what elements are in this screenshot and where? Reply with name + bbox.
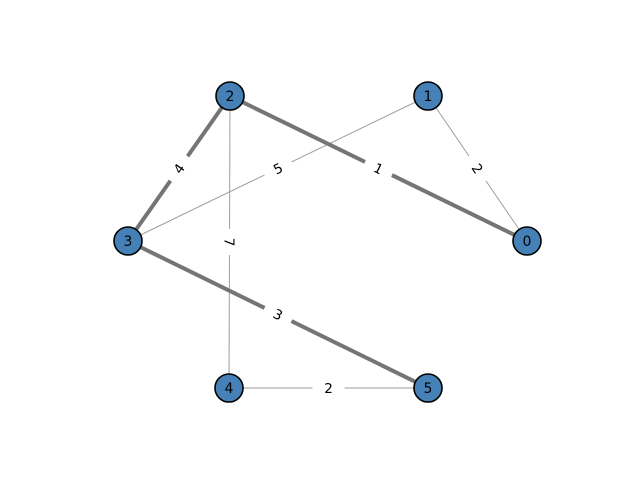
edge-label-3-1: 5 bbox=[261, 154, 295, 183]
node-3-label: 3 bbox=[124, 234, 133, 250]
node-2-circle bbox=[215, 81, 245, 111]
node-0-label: 0 bbox=[523, 234, 532, 250]
edge-weight-4-5: 2 bbox=[324, 381, 333, 397]
node-4-label: 4 bbox=[225, 381, 234, 397]
edge-label-bg bbox=[312, 378, 345, 398]
node-5-circle bbox=[413, 373, 443, 403]
node-2: 2 bbox=[215, 81, 245, 111]
node-3: 3 bbox=[113, 226, 143, 256]
edge-label-bg bbox=[261, 300, 295, 329]
edge-label-bg bbox=[362, 154, 395, 183]
node-1: 1 bbox=[413, 81, 443, 111]
node-1-label: 1 bbox=[424, 89, 433, 105]
edge-label-3-5: 3 bbox=[261, 300, 295, 329]
edge-label-bg bbox=[220, 229, 239, 255]
node-5-label: 5 bbox=[424, 381, 433, 397]
edges-group bbox=[126, 94, 528, 390]
edge-label-2-0: 1 bbox=[362, 154, 395, 183]
node-2-label: 2 bbox=[226, 89, 235, 105]
node-1-circle bbox=[413, 81, 443, 111]
edge-label-4-5: 2 bbox=[312, 378, 345, 398]
node-3-circle bbox=[113, 226, 143, 256]
node-4-circle bbox=[214, 373, 244, 403]
edge-label-2-3: 4 bbox=[164, 152, 194, 185]
node-0-circle bbox=[512, 226, 542, 256]
edge-label-bg bbox=[261, 154, 295, 183]
edge-label-2-4: 7 bbox=[220, 229, 239, 255]
node-0: 0 bbox=[512, 226, 542, 256]
nodes-group: 0 1 2 3 4 5 bbox=[113, 81, 542, 403]
node-5: 5 bbox=[413, 373, 443, 403]
edge-label-bg bbox=[462, 152, 493, 185]
edge-label-bg bbox=[164, 152, 194, 185]
edge-labels-group: 4 5 1 2 7 3 2 bbox=[164, 152, 493, 398]
edge-weight-2-4: 7 bbox=[221, 238, 237, 247]
node-4: 4 bbox=[214, 373, 244, 403]
edge-label-1-0: 2 bbox=[462, 152, 493, 185]
